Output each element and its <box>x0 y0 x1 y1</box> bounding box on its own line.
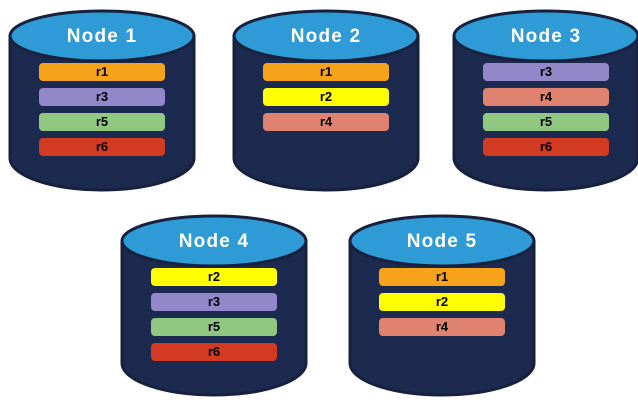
record-bar-r5[interactable]: r5 <box>483 113 609 131</box>
record-list: r1 r2 r4 <box>263 63 389 131</box>
record-bar-r2[interactable]: r2 <box>263 88 389 106</box>
record-bar-r5[interactable]: r5 <box>151 318 277 336</box>
record-bar-r1[interactable]: r1 <box>39 63 165 81</box>
record-bar-r4[interactable]: r4 <box>483 88 609 106</box>
cylinder-top-ellipse <box>232 9 420 63</box>
record-bar-r2[interactable]: r2 <box>151 268 277 286</box>
record-list: r1 r3 r5 r6 <box>39 63 165 156</box>
record-bar-r1[interactable]: r1 <box>379 268 505 286</box>
record-bar-r1[interactable]: r1 <box>263 63 389 81</box>
record-bar-r3[interactable]: r3 <box>39 88 165 106</box>
record-bar-r3[interactable]: r3 <box>483 63 609 81</box>
record-bar-r4[interactable]: r4 <box>263 113 389 131</box>
cylinder-top-ellipse <box>120 214 308 268</box>
record-bar-r3[interactable]: r3 <box>151 293 277 311</box>
record-bar-r2[interactable]: r2 <box>379 293 505 311</box>
record-bar-r6[interactable]: r6 <box>151 343 277 361</box>
cylinder-top-ellipse <box>348 214 536 268</box>
record-list: r3 r4 r5 r6 <box>483 63 609 156</box>
record-list: r1 r2 r4 <box>379 268 505 336</box>
record-list: r2 r3 r5 r6 <box>151 268 277 361</box>
record-bar-r6[interactable]: r6 <box>39 138 165 156</box>
cylinder-top-ellipse <box>8 9 196 63</box>
cylinder-top-ellipse <box>452 9 638 63</box>
record-bar-r5[interactable]: r5 <box>39 113 165 131</box>
record-bar-r4[interactable]: r4 <box>379 318 505 336</box>
record-bar-r6[interactable]: r6 <box>483 138 609 156</box>
